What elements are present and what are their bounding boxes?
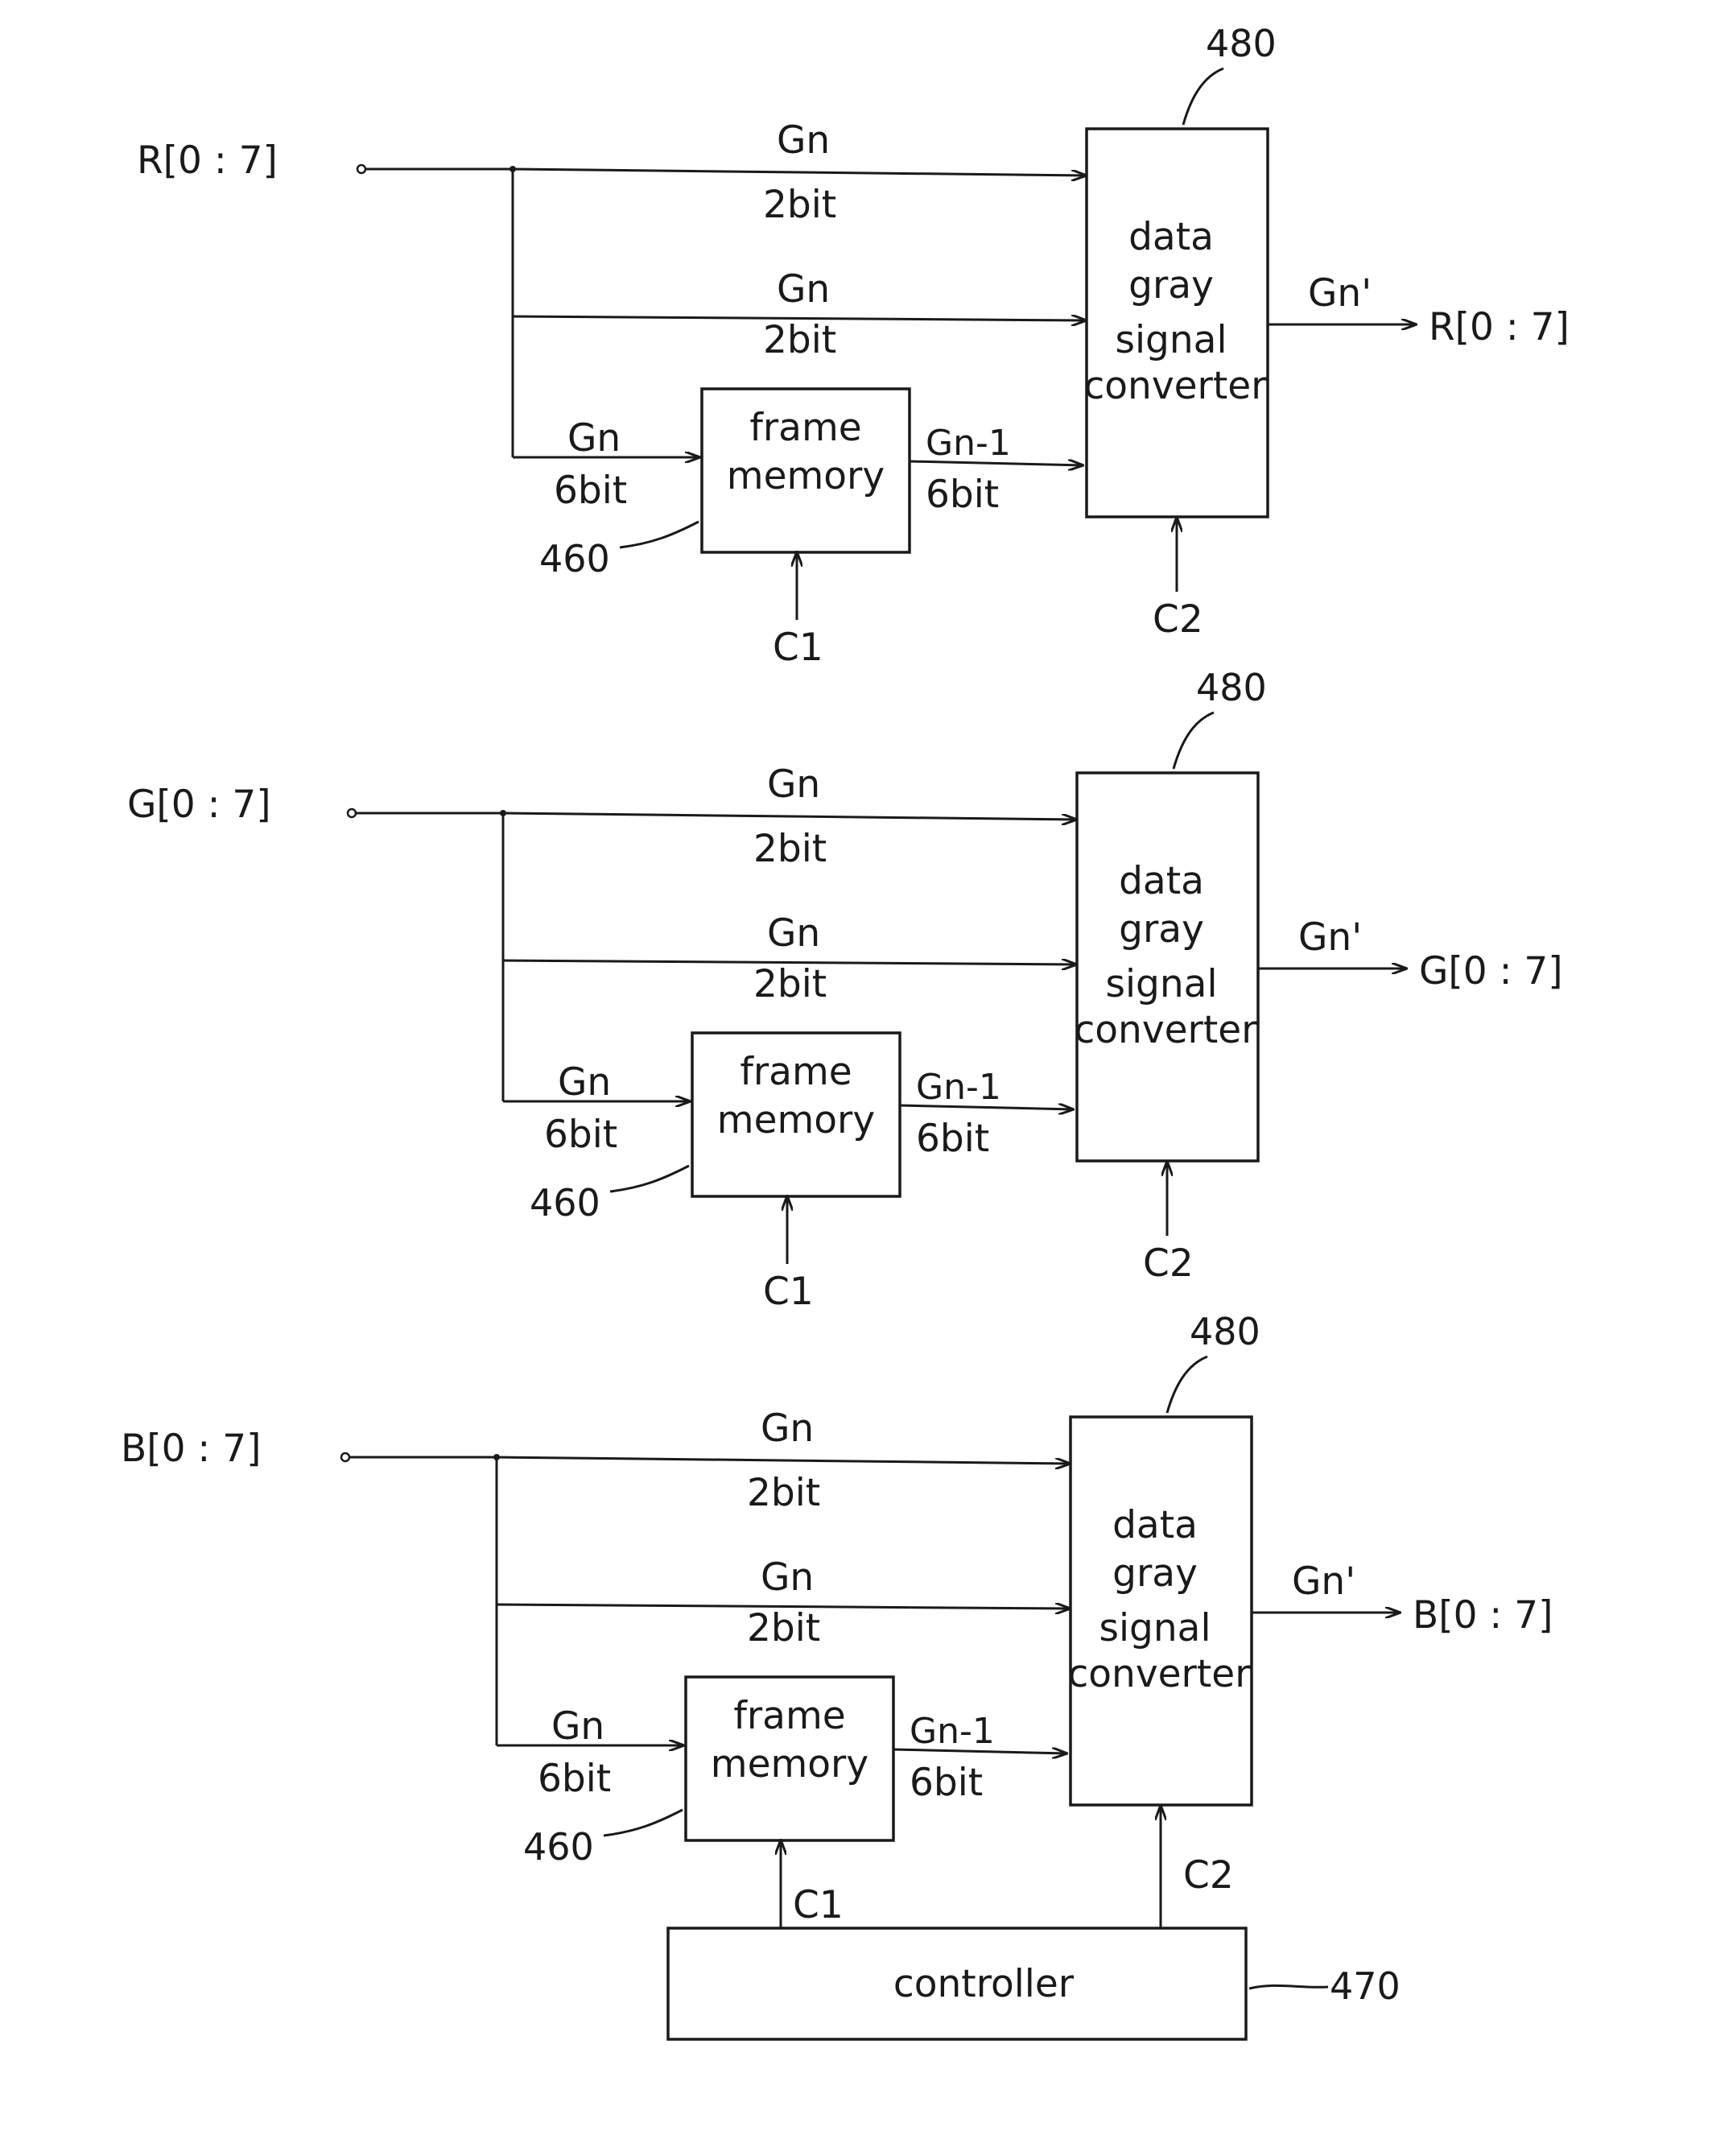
controller-ref-leader [1249,1985,1328,1989]
converter-out-label: Gn' [1308,271,1372,316]
output-label: R[0 : 7] [1429,305,1570,349]
converter-label-line1: data [1128,215,1214,259]
converter-label-line3: signal [1105,962,1217,1006]
memory-control-label: C1 [793,1883,844,1927]
to-memory-name: Gn [551,1704,604,1749]
channel-b: B[0 : 7] Gn 2bit Gn 2bit Gn 6bit Gn-1 6b… [121,1310,1553,1928]
controller: controller 470 [668,1928,1401,2039]
memory-ref: 460 [530,1181,600,1225]
memory-label-line1: frame [749,406,861,450]
memory-label-line2: memory [717,1098,875,1142]
converter-ref-leader [1183,68,1223,125]
from-memory-name: Gn-1 [926,423,1011,464]
converter-control-label: C2 [1183,1853,1234,1898]
input-terminal [341,1453,349,1461]
converter-label-line4: converter [1074,1008,1257,1052]
input-terminal [348,809,356,817]
converter-ref: 480 [1196,666,1267,709]
top-wire [497,1457,1071,1464]
output-label: G[0 : 7] [1419,949,1563,993]
memory-control-label: C1 [763,1270,814,1314]
converter-label-line4: converter [1067,1652,1251,1696]
memory-ref: 460 [523,1825,594,1869]
converter-label-line2: gray [1128,263,1214,308]
memory-label-line2: memory [711,1742,868,1786]
controller-ref: 470 [1330,1964,1401,2008]
converter-ref: 480 [1190,1310,1260,1353]
from-memory-bits: 6bit [916,1117,989,1161]
mid-wire-bits: 2bit [763,318,836,362]
memory-label-line1: frame [733,1694,845,1738]
mid-wire-name: Gn [761,1555,814,1600]
mid-wire-bits: 2bit [753,962,827,1006]
from-memory-bits: 6bit [910,1761,983,1805]
input-label: G[0 : 7] [127,783,271,827]
converter-label-line1: data [1119,859,1204,903]
from-memory-name: Gn-1 [916,1067,1001,1108]
memory-ref-leader [610,1166,689,1192]
input-label: R[0 : 7] [137,138,278,183]
channel-r: R[0 : 7] Gn 2bit Gn 2bit Gn 6bit Gn-1 6b… [137,22,1570,670]
converter-out-label: Gn' [1298,915,1362,960]
memory-label-line2: memory [727,454,885,498]
converter-label-line2: gray [1119,907,1204,952]
top-wire-bits: 2bit [763,183,836,227]
top-wire-bits: 2bit [747,1471,820,1515]
input-terminal [357,165,365,173]
channel-g: G[0 : 7] Gn 2bit Gn 2bit Gn 6bit Gn-1 6b… [127,666,1563,1314]
converter-label-line1: data [1112,1503,1198,1547]
converter-out-label: Gn' [1292,1559,1355,1604]
top-wire [503,813,1077,820]
memory-control-label: C1 [773,626,823,670]
to-memory-name: Gn [567,416,621,461]
converter-ref-leader [1174,712,1214,769]
converter-ref: 480 [1206,22,1277,65]
to-memory-bits: 6bit [544,1113,617,1157]
controller-label: controller [893,1962,1075,2006]
top-wire-name: Gn [761,1406,814,1451]
input-label: B[0 : 7] [121,1427,261,1471]
memory-ref-leader [620,522,699,547]
to-memory-bits: 6bit [538,1757,611,1801]
memory-label-line1: frame [740,1050,852,1094]
top-wire [513,169,1087,176]
from-memory-bits: 6bit [926,473,999,517]
from-memory-name: Gn-1 [910,1711,995,1752]
output-label: B[0 : 7] [1413,1593,1553,1638]
converter-label-line3: signal [1099,1606,1211,1650]
to-memory-bits: 6bit [554,469,627,513]
mid-wire-name: Gn [767,911,820,956]
converter-label-line2: gray [1112,1551,1198,1596]
top-wire-name: Gn [777,118,830,163]
to-memory-name: Gn [558,1060,611,1105]
memory-ref-leader [604,1810,683,1836]
memory-ref: 460 [539,537,610,580]
mid-wire-bits: 2bit [747,1606,820,1650]
mid-wire-name: Gn [777,267,830,312]
top-wire-bits: 2bit [753,827,827,871]
top-wire-name: Gn [767,762,820,807]
converter-ref-leader [1167,1357,1207,1413]
converter-label-line3: signal [1115,318,1227,362]
converter-control-label: C2 [1143,1241,1194,1286]
converter-label-line4: converter [1083,364,1267,408]
converter-control-label: C2 [1153,597,1203,642]
